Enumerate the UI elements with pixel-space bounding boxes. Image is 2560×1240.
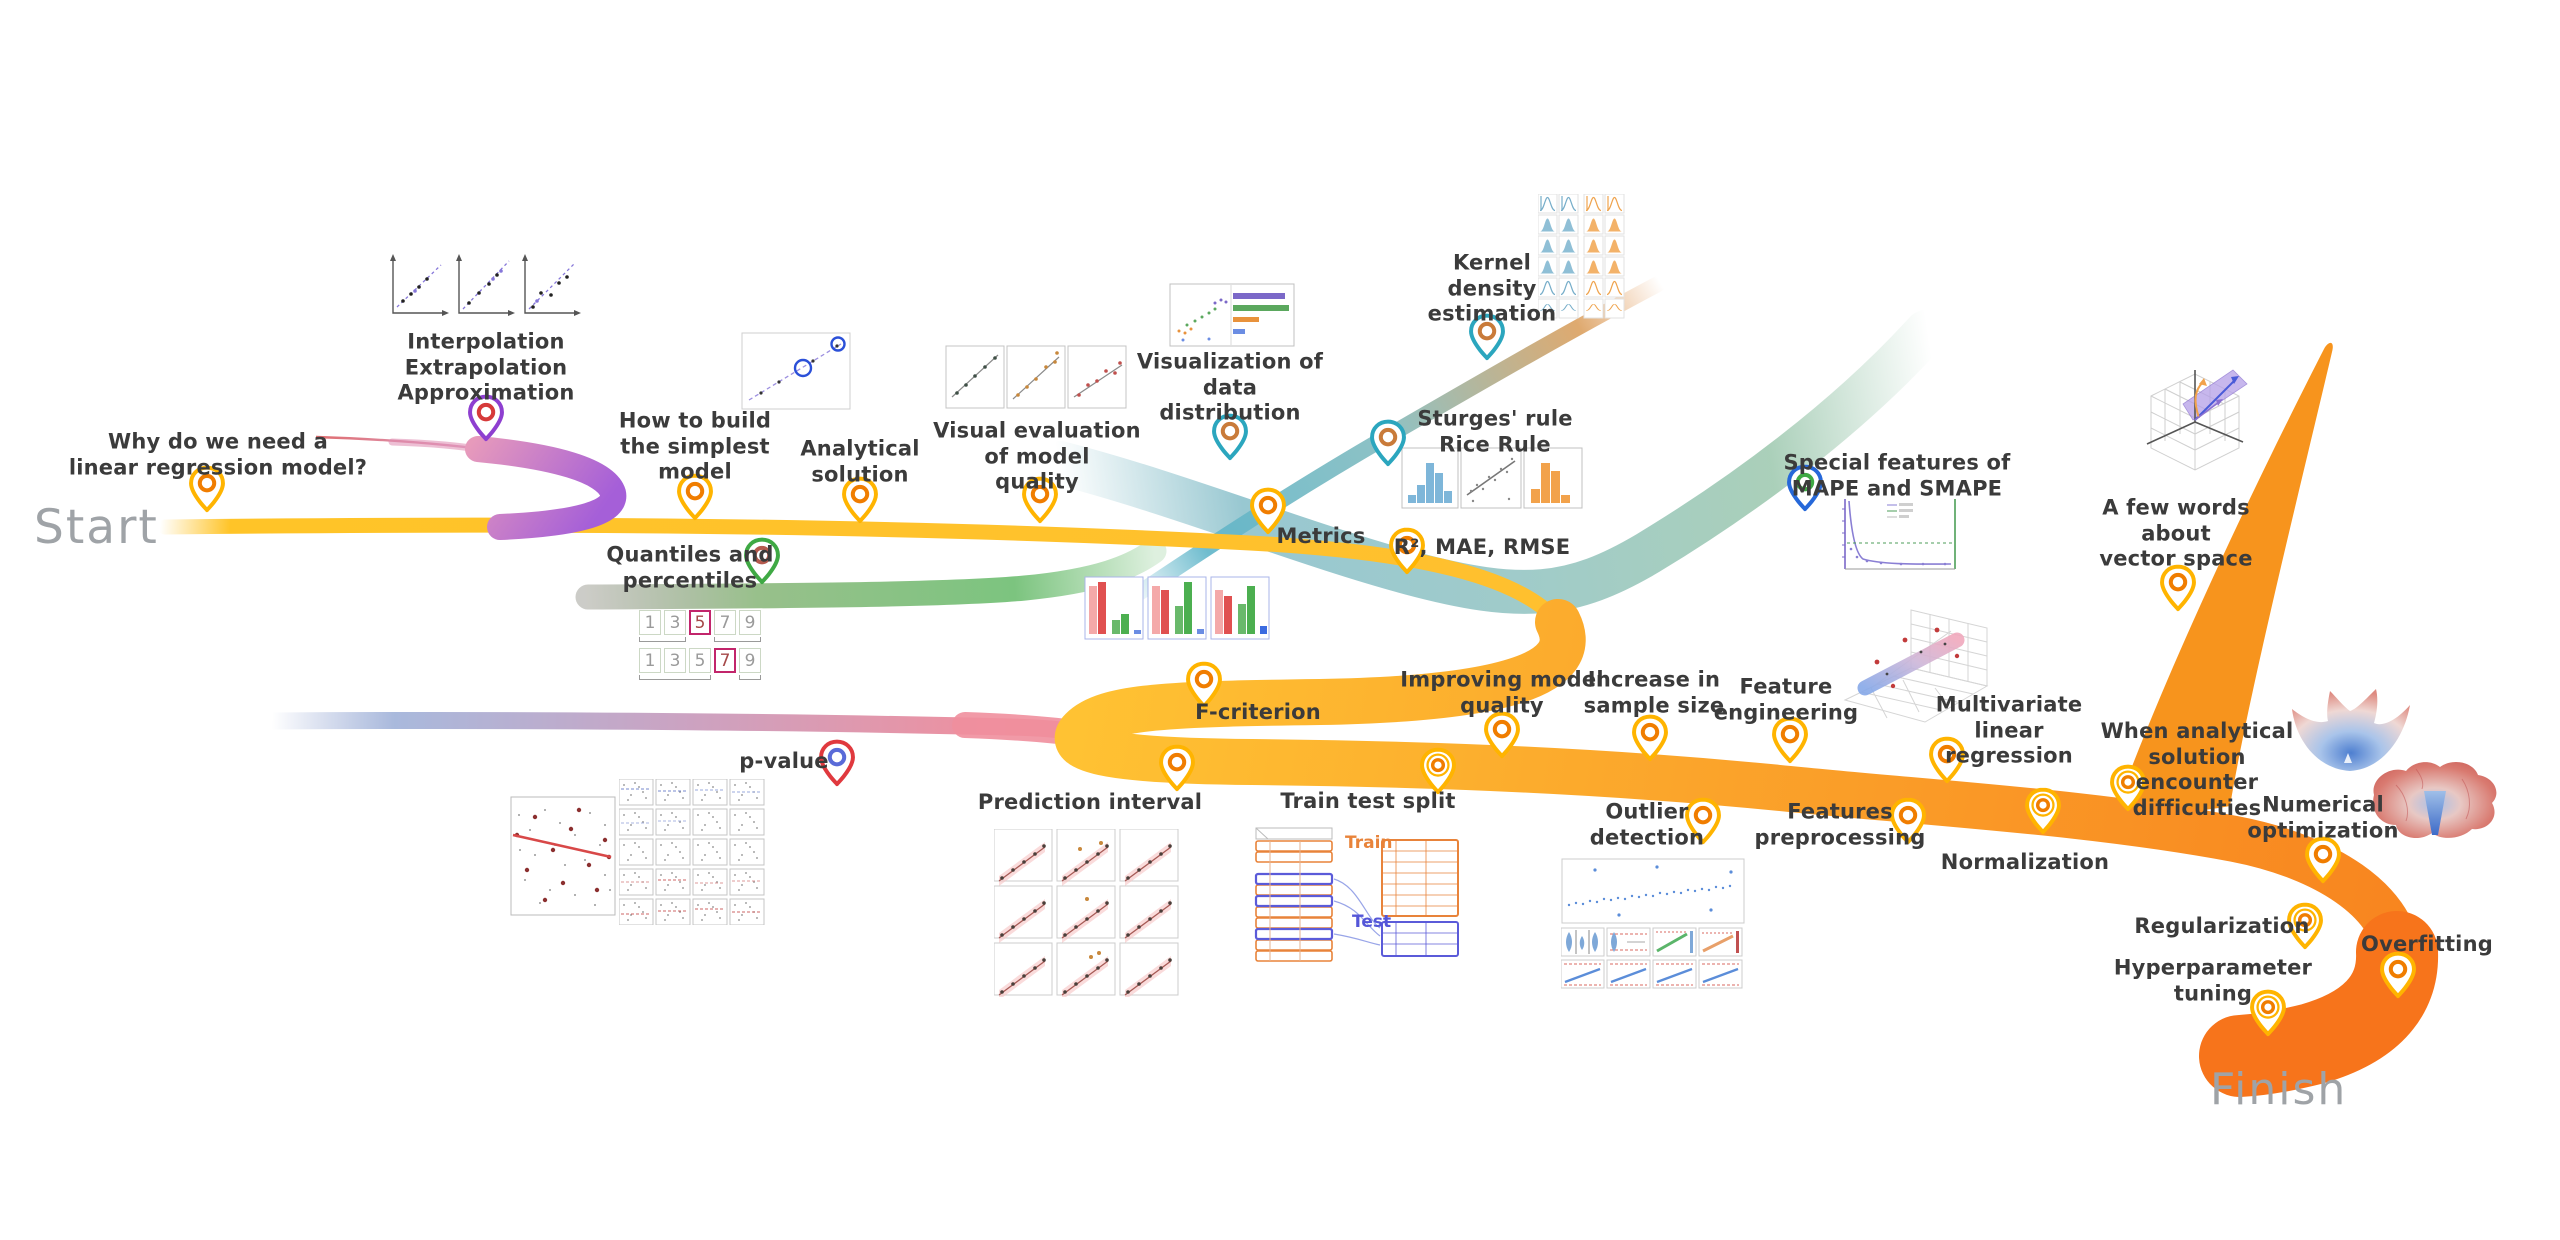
label-increase-sample: Increase in sample size (1583, 667, 1725, 717)
label-feature-engineering: Feature engineering (1713, 674, 1859, 724)
quantile-cell: 3 (664, 610, 686, 635)
label-r2-mae-rmse: R², MAE, RMSE (1393, 535, 1571, 560)
label-analytical-solution: Analytical solution (800, 436, 920, 486)
quantile-cell: 9 (739, 610, 761, 635)
train-test-split-thumbnail (1254, 827, 1459, 962)
multivariate-3d-thumbnail (1843, 609, 1989, 723)
pin-normalization[interactable] (2024, 786, 2062, 836)
quantile-cell: 1 (639, 610, 661, 635)
label-data-distribution: Visualization of data distribution (1136, 349, 1324, 425)
vector-space-3d-thumbnail (2146, 369, 2248, 471)
label-metrics: Metrics (1276, 524, 1366, 549)
label-f-criterion: F-criterion (1195, 700, 1321, 725)
label-interpolation: Interpolation Extrapolation Approximatio… (397, 329, 575, 405)
quantiles-brackets (639, 637, 764, 644)
metrics-bars-thumbnail (1084, 576, 1270, 640)
quantile-cell: 7 (714, 610, 736, 635)
label-hyperparameter-tuning: Hyperparameter tuning (2113, 955, 2313, 1005)
quantile-cell-highlighted: 5 (689, 610, 711, 635)
simplest-model-thumbnail (741, 332, 851, 410)
data-distribution-thumbnail (1169, 283, 1295, 347)
label-improving-quality: Improving model quality (1400, 667, 1604, 717)
label-sturges-rule: Sturges' rule Rice Rule (1417, 406, 1573, 456)
label-analytical-difficulties: When analytical solution encounter diffi… (2100, 718, 2294, 820)
loss-wavy-surface-thumbnail (2373, 761, 2497, 839)
label-normalization: Normalization (1940, 850, 2110, 875)
interpolation-plots-thumbnail (390, 254, 581, 316)
label-kernel-density: Kernel density estimation (1427, 250, 1557, 326)
visual-evaluation-thumbnail (945, 345, 1127, 409)
label-p-value: p-value (739, 749, 829, 774)
start-label: Start (34, 500, 159, 555)
quantiles-brackets (639, 675, 764, 682)
label-features-preprocessing: Features preprocessing (1754, 799, 1926, 849)
kde-grid-thumbnail (1538, 194, 1625, 319)
quantile-cell-highlighted: 7 (714, 648, 736, 673)
quantiles-row-2: 1 3 5 7 9 (639, 648, 764, 673)
label-why-need-model: Why do we need a linear regression model… (68, 429, 368, 479)
quantile-cell: 3 (664, 648, 686, 673)
label-train-test-split: Train test split (1280, 789, 1456, 814)
prediction-interval-thumbnail (994, 829, 1179, 997)
pvalue-scatter-thumbnail (510, 796, 616, 916)
quantiles-example-thumbnail: 1 3 5 7 9 1 3 5 7 9 (639, 610, 764, 686)
sturges-histograms-thumbnail (1401, 447, 1583, 509)
label-outlier-detection: Outlier detection (1589, 799, 1705, 849)
test-table-label: Test (1352, 912, 1392, 932)
label-mape-smape: Special features of MAPE and SMAPE (1783, 450, 2011, 500)
quantile-cell: 9 (739, 648, 761, 673)
pin-sturges-rule[interactable] (1369, 418, 1407, 468)
quantile-cell: 5 (689, 648, 711, 673)
finish-label: Finish (2210, 1064, 2348, 1115)
outlier-detection-thumbnail (1561, 858, 1745, 989)
label-numerical-optimization: Numerical optimization (2247, 792, 2399, 842)
label-visual-evaluation: Visual evaluation of model quality (933, 418, 1141, 494)
label-overfitting: Overfitting (2361, 932, 2493, 957)
pin-increase-sample[interactable] (1631, 713, 1669, 763)
label-prediction-interval: Prediction interval (977, 790, 1203, 815)
label-multivariate: Multivariate linear regression (1935, 692, 2083, 768)
train-table-label: Train (1345, 833, 1393, 853)
quantile-cell: 1 (639, 648, 661, 673)
label-quantiles: Quantiles and percentiles (606, 542, 774, 592)
label-how-to-build: How to build the simplest model (618, 408, 772, 484)
mape-smape-chart-thumbnail (1842, 499, 1956, 570)
label-vector-space: A few words about vector space (2099, 495, 2253, 571)
loss-bowl-surface-thumbnail (2292, 689, 2410, 771)
label-regularization: Regularization (2134, 914, 2310, 939)
quantiles-row-1: 1 3 5 7 9 (639, 610, 764, 635)
pin-prediction-interval[interactable] (1158, 743, 1196, 793)
pvalue-grid-thumbnail (619, 779, 765, 925)
